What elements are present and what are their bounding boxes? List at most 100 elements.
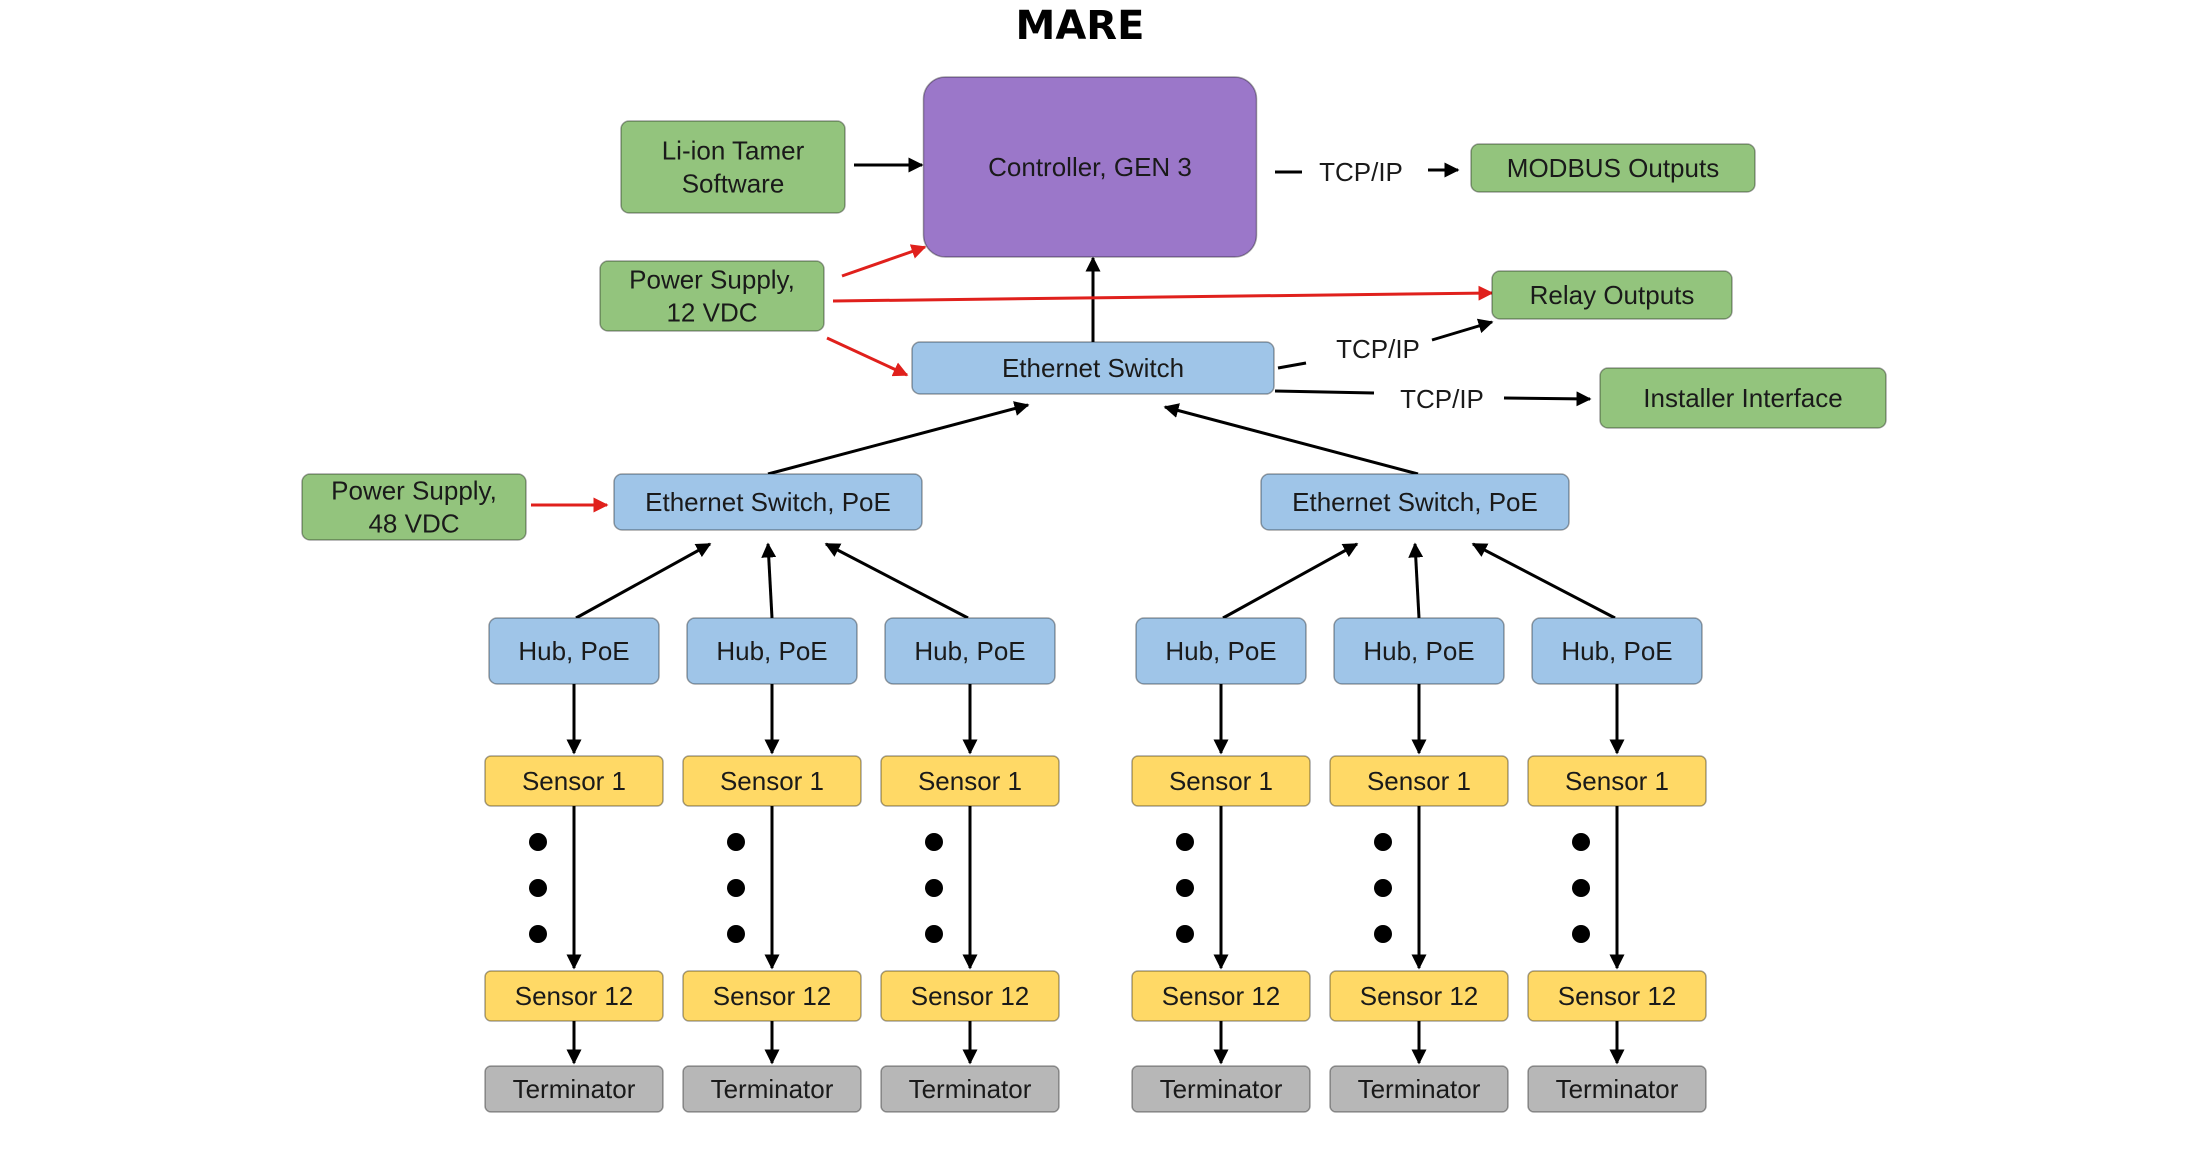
terminator-node-1-label: Terminator <box>513 1074 636 1104</box>
terminator-node-6-box <box>1527 1065 1707 1113</box>
ellipsis-dot-top-3 <box>925 833 943 851</box>
installer-interface-node: Installer Interface <box>1599 367 1887 429</box>
tcp-ip-label-modbus: TCP/IP <box>1319 157 1403 187</box>
terminator-node-4-box <box>1131 1065 1311 1113</box>
terminator-node-3: Terminator <box>880 1065 1060 1113</box>
poe-switch-right-node-box <box>1260 473 1570 531</box>
sensor-12-node-1-label: Sensor 12 <box>515 981 634 1011</box>
ellipsis-dot-top-2 <box>727 833 745 851</box>
sensor-12-node-4-box <box>1131 970 1311 1022</box>
tcp-ip-label-installer: TCP/IP <box>1400 384 1484 414</box>
hub-node-4-box <box>1135 617 1307 685</box>
ellipsis-dot-bottom-2 <box>727 925 745 943</box>
controller-node-label: Controller, GEN 3 <box>988 152 1192 182</box>
terminator-node-6-label: Terminator <box>1556 1074 1679 1104</box>
sensor-12-node-3-box <box>880 970 1060 1022</box>
relay-outputs-node-label: Relay Outputs <box>1530 280 1695 310</box>
switch-to-installer-arrow <box>1503 391 1592 407</box>
terminator-node-3-label: Terminator <box>909 1074 1032 1104</box>
ellipsis-dot-bottom-5 <box>1374 925 1392 943</box>
hub-6-to-poe-switch-arrow <box>1471 542 1616 620</box>
poe-switch-left-node-label: Ethernet Switch, PoE <box>645 487 891 517</box>
hub-3-to-poe-switch-arrow <box>824 542 969 620</box>
hub-node-6: Hub, PoE <box>1531 617 1703 685</box>
sensor-12-node-4: Sensor 12 <box>1131 970 1311 1022</box>
sensor-12-node-6-label: Sensor 12 <box>1558 981 1677 1011</box>
power-supply-12v-node-label: Power Supply, <box>629 264 795 294</box>
power-supply-12v-node-box <box>599 260 825 332</box>
relay-outputs-node-box <box>1491 270 1733 320</box>
poe-switch-left-node: Ethernet Switch, PoE <box>613 473 923 531</box>
hub-node-2-box <box>686 617 858 685</box>
controller-node-box <box>922 76 1258 258</box>
sensor-1-node-4-box <box>1131 755 1311 807</box>
power-supply-48v-node-box <box>301 473 527 541</box>
relay-outputs-node: Relay Outputs <box>1491 270 1733 320</box>
sensor-1-node-1-label: Sensor 1 <box>522 766 626 796</box>
installer-interface-node-label: Installer Interface <box>1643 383 1842 413</box>
poe-switch-left-node-box <box>613 473 923 531</box>
hub-node-3-label: Hub, PoE <box>914 636 1025 666</box>
ellipsis-dot-bottom-6 <box>1572 925 1590 943</box>
hub-node-1-box <box>488 617 660 685</box>
ellipsis-dot-top-6 <box>1572 833 1590 851</box>
sensor-12-node-2: Sensor 12 <box>682 970 862 1022</box>
sensor-12-node-5: Sensor 12 <box>1329 970 1509 1022</box>
sensor-12-node-6: Sensor 12 <box>1527 970 1707 1022</box>
controller-node: Controller, GEN 3 <box>922 76 1258 258</box>
hub-node-1: Hub, PoE <box>488 617 660 685</box>
power-supply-12v-node: Power Supply, 12 VDC <box>599 260 825 332</box>
ellipsis-dot-middle-6 <box>1572 879 1590 897</box>
terminator-node-3-box <box>880 1065 1060 1113</box>
sensor-12-node-3: Sensor 12 <box>880 970 1060 1022</box>
sensor-1-node-5-box <box>1329 755 1509 807</box>
sensor-1-node-6: Sensor 1 <box>1527 755 1707 807</box>
hub-node-6-box <box>1531 617 1703 685</box>
sensor-12-node-5-label: Sensor 12 <box>1360 981 1479 1011</box>
sensor-12-node-1-box <box>484 970 664 1022</box>
switch-to-relay-arrow <box>1431 318 1494 342</box>
poe-switch-right-node-label: Ethernet Switch, PoE <box>1292 487 1538 517</box>
software-node-label: Software <box>682 169 785 199</box>
ellipsis-dot-middle-2 <box>727 879 745 897</box>
sensor-12-node-5-box <box>1329 970 1509 1022</box>
terminator-node-4: Terminator <box>1131 1065 1311 1113</box>
modbus-outputs-node-box <box>1470 143 1756 193</box>
hub-5-to-poe-switch-arrow <box>1408 542 1424 619</box>
sensor-12-node-1: Sensor 12 <box>484 970 664 1022</box>
diagram-title: MARE <box>1015 3 1145 49</box>
terminator-node-5: Terminator <box>1329 1065 1509 1113</box>
sensor-1-node-4-label: Sensor 1 <box>1169 766 1273 796</box>
terminator-node-5-label: Terminator <box>1358 1074 1481 1104</box>
hub-node-6-label: Hub, PoE <box>1561 636 1672 666</box>
sensor-12-node-2-box <box>682 970 862 1022</box>
hub-node-5: Hub, PoE <box>1333 617 1505 685</box>
poe-right-to-switch-arrow <box>1163 403 1419 476</box>
ethernet-switch-node-label: Ethernet Switch <box>1002 353 1184 383</box>
poe-left-to-switch-arrow <box>767 401 1030 476</box>
sensor-1-node-5-label: Sensor 1 <box>1367 766 1471 796</box>
ellipsis-dot-middle-3 <box>925 879 943 897</box>
hub-node-3: Hub, PoE <box>884 617 1056 685</box>
ellipsis-dot-top-5 <box>1374 833 1392 851</box>
terminator-node-1-box <box>484 1065 664 1113</box>
nodes: Controller, GEN 3Li-ion TamerSoftwarePow… <box>301 76 1887 1113</box>
ellipsis-dot-middle-4 <box>1176 879 1194 897</box>
sensor-1-node-6-label: Sensor 1 <box>1565 766 1669 796</box>
hub-node-3-box <box>884 617 1056 685</box>
power12-to-controller-arrow <box>841 244 927 278</box>
ethernet-switch-node-box <box>911 341 1275 395</box>
hub-1-to-poe-switch-arrow <box>575 542 712 620</box>
switch-to-installer-line-a <box>1274 389 1375 395</box>
sensor-1-node-2: Sensor 1 <box>682 755 862 807</box>
terminator-node-4-label: Terminator <box>1160 1074 1283 1104</box>
hub-4-to-poe-switch-arrow <box>1222 542 1359 620</box>
sensor-1-node-3: Sensor 1 <box>880 755 1060 807</box>
sensor-1-node-1-box <box>484 755 664 807</box>
terminator-node-2: Terminator <box>682 1065 862 1113</box>
power-supply-12v-node-label: 12 VDC <box>666 298 757 328</box>
connectors <box>529 157 1625 1065</box>
ellipsis-dot-bottom-3 <box>925 925 943 943</box>
ellipsis-dot-top-1 <box>529 833 547 851</box>
